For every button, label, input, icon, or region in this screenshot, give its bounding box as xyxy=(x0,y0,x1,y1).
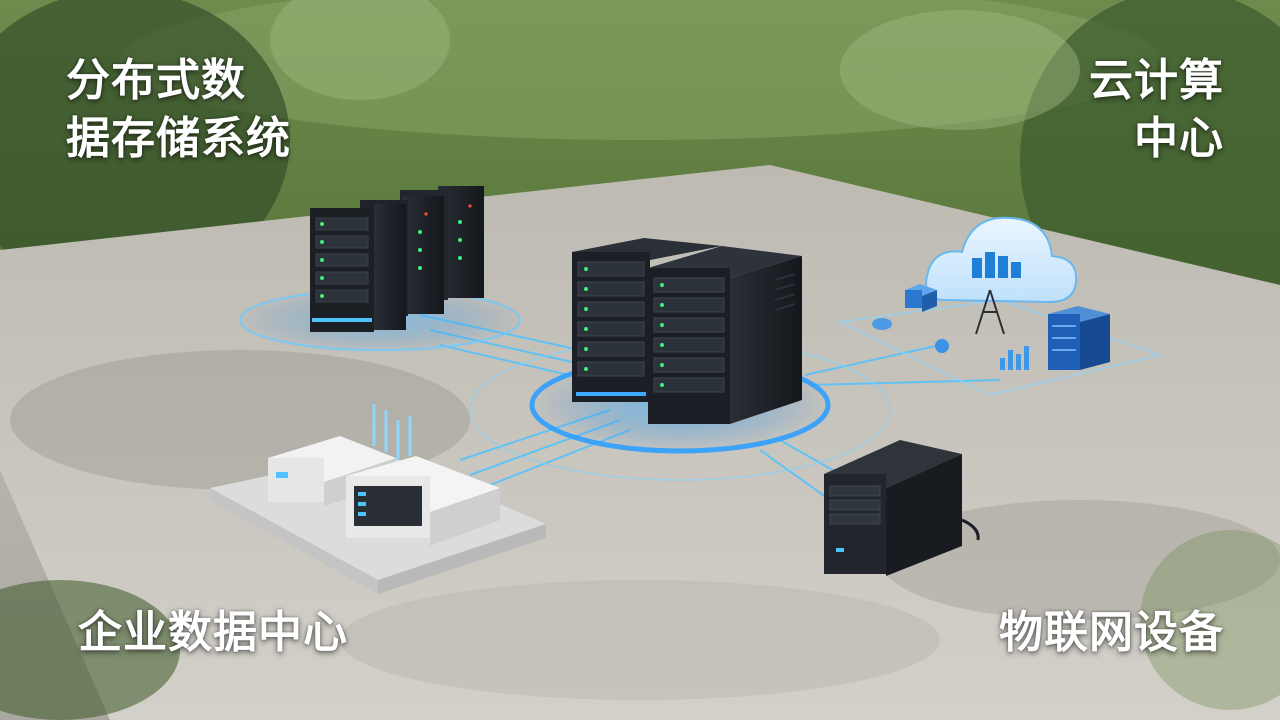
enterprise-devices xyxy=(210,404,546,594)
antenna-tower-icon xyxy=(975,289,1005,335)
mini-pc-2 xyxy=(346,456,500,546)
caption-enterprise-datacenter: 企业数据中心 xyxy=(78,604,348,662)
caption-cloud-computing: 云计算 中心 xyxy=(1089,52,1224,168)
node-icon xyxy=(935,339,949,353)
server-block-icon xyxy=(1048,306,1110,370)
storage-cube-icon xyxy=(905,284,937,312)
iot-tower-device xyxy=(824,440,980,576)
bar-chart-icon xyxy=(1000,346,1029,370)
left-foliage xyxy=(0,0,290,290)
storage-racks xyxy=(310,186,484,332)
central-rack-right xyxy=(648,246,802,424)
caption-distributed-storage-line2: 据存储系统 xyxy=(66,113,291,164)
central-rack-left xyxy=(572,238,722,402)
caption-iot-devices-text: 物联网设备 xyxy=(999,607,1224,658)
storage-rack-1 xyxy=(310,204,406,332)
foreground-leaves-right xyxy=(1140,530,1280,710)
sensor-icon xyxy=(872,318,892,330)
cloud-hub xyxy=(837,216,1163,396)
caption-iot-devices: 物联网设备 xyxy=(999,604,1224,662)
caption-cloud-computing-line1: 云计算 xyxy=(1089,55,1224,106)
foreground-leaves-left xyxy=(0,580,180,720)
caption-distributed-storage: 分布式数 据存储系统 xyxy=(66,52,291,168)
caption-cloud-computing-line2: 中心 xyxy=(1134,113,1224,164)
caption-enterprise-datacenter-text: 企业数据中心 xyxy=(78,607,348,658)
cloud-data-icon xyxy=(972,252,1021,278)
wifi-antennas xyxy=(372,404,412,460)
caption-distributed-storage-line1: 分布式数 xyxy=(66,55,246,106)
central-servers xyxy=(572,238,802,424)
